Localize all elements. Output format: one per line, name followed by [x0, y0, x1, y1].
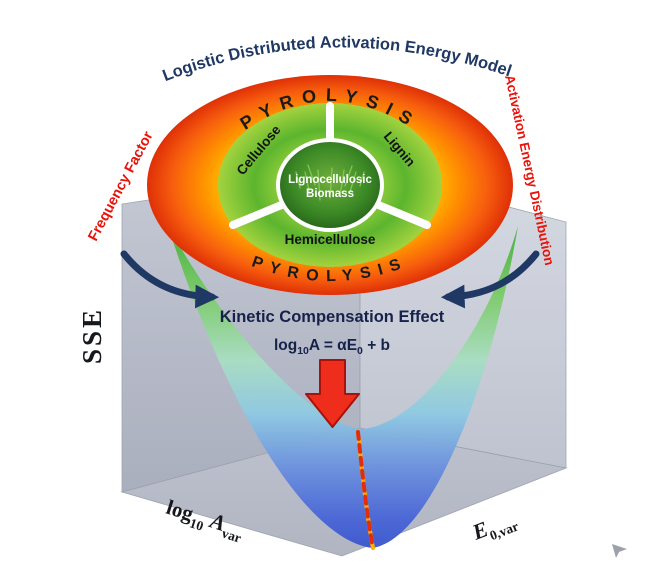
- biomass-center-circle: [276, 138, 384, 232]
- y-axis-label: E0,var: [468, 505, 521, 548]
- kinetic-compensation-heading: Kinetic Compensation Effect: [220, 308, 445, 326]
- grass-blade: [359, 171, 365, 187]
- equation-log: log: [274, 337, 297, 354]
- compensation-equation: log10A = αE0 + b: [274, 337, 390, 357]
- corner-mark-icon: [612, 544, 627, 558]
- grass-blade: [339, 169, 345, 197]
- grass-texture: [295, 164, 365, 201]
- biomass-label-line1: Lignocellulosic: [288, 174, 372, 186]
- grass-blade: [329, 167, 333, 199]
- grass-blade: [317, 169, 321, 201]
- valley-minimum-dashed-line: [356, 430, 375, 550]
- curved-arrow-left-icon: [120, 250, 220, 309]
- sse-valley-surface: [168, 226, 518, 548]
- grass-blade: [307, 164, 316, 186]
- sector-label-hemicellulose: Hemicellulose: [285, 232, 376, 247]
- biomass-label-line2: Biomass: [306, 188, 354, 200]
- x-axis-sub: var: [220, 525, 243, 545]
- equation-sub0: 0: [357, 345, 363, 357]
- sse-axis-label: SSE: [77, 307, 107, 364]
- y-axis-sub: 0,var: [488, 519, 521, 544]
- grass-blade: [349, 171, 357, 193]
- grass-blade: [304, 171, 311, 196]
- down-arrow-icon: [305, 359, 360, 428]
- x-axis-sub10: 10: [188, 515, 206, 533]
- curved-arrow-right-icon: [440, 250, 540, 309]
- grass-blade: [344, 165, 353, 187]
- equation-tail: + b: [363, 337, 390, 354]
- pyrolysis-ring-group: Lignocellulosic Biomass Cellulose Lignin…: [147, 75, 513, 295]
- grass-blade: [295, 171, 301, 189]
- equation-mid: A = αE: [309, 337, 357, 354]
- equation-sub10: 10: [297, 345, 309, 357]
